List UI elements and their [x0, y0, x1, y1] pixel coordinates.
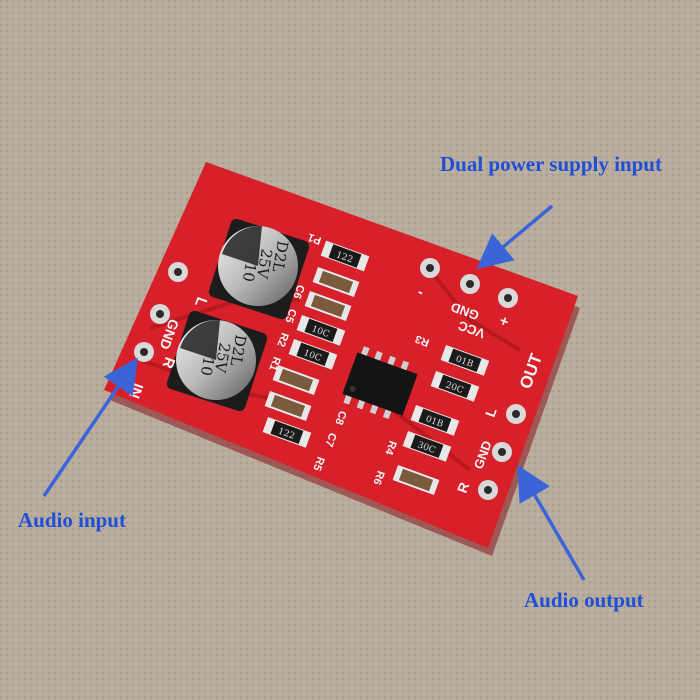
annotation-arrows: [42, 204, 586, 581]
cap-top-line1: 10: [239, 261, 260, 283]
arrow-power: [476, 204, 554, 270]
cap-top-line3: D2L: [269, 239, 292, 273]
silk-c7: C7: [322, 431, 338, 448]
silk-r4: R4: [382, 439, 398, 457]
arrow-audio-out: [517, 464, 586, 581]
output-header: [478, 404, 526, 500]
silk-r2: R2: [274, 331, 290, 348]
cap-bottom-line2: 25V: [211, 341, 234, 375]
power-header: [420, 258, 518, 308]
arrow-audio-in: [42, 357, 138, 497]
cap-bottom-line1: 10: [197, 355, 218, 377]
silk-r6: R6: [370, 469, 386, 486]
silk-power-minus: -: [415, 285, 426, 303]
cap-top-line2: 25V: [253, 247, 276, 281]
silk-p1: P1: [306, 231, 323, 247]
silk-c5: C5: [282, 307, 298, 324]
smd-column-right: 01B 20C 01B 30C: [392, 344, 490, 496]
op-amp-chip: [342, 346, 418, 420]
silk-r1: R1: [266, 355, 282, 372]
silk-r5: R5: [310, 455, 326, 472]
silk-c6: C6: [290, 283, 306, 300]
cap-bottom-line3: D2L: [227, 333, 250, 367]
label-audio-output: Audio output: [524, 588, 644, 612]
silk-c8: C8: [332, 409, 348, 426]
capacitor-top: 10 25V D2L: [208, 218, 310, 320]
left-header: [134, 262, 188, 362]
capacitor-bottom: 10 25V D2L: [166, 310, 268, 412]
silk-r3: R3: [414, 332, 431, 348]
label-dual-power-input: Dual power supply input: [440, 152, 662, 176]
label-audio-input: Audio input: [18, 508, 126, 532]
smd-column-left: 122 10C 10C 122: [262, 240, 370, 448]
